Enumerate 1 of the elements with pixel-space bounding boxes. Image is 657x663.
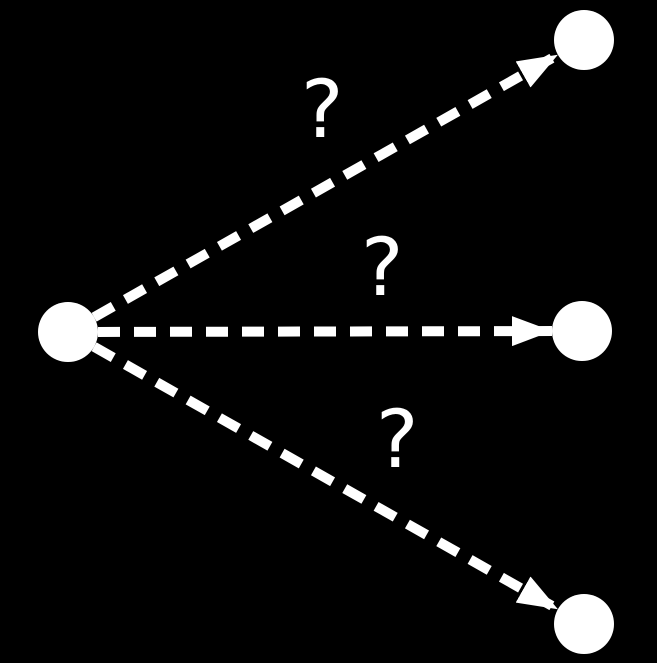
dashed-arrow — [98, 316, 552, 346]
